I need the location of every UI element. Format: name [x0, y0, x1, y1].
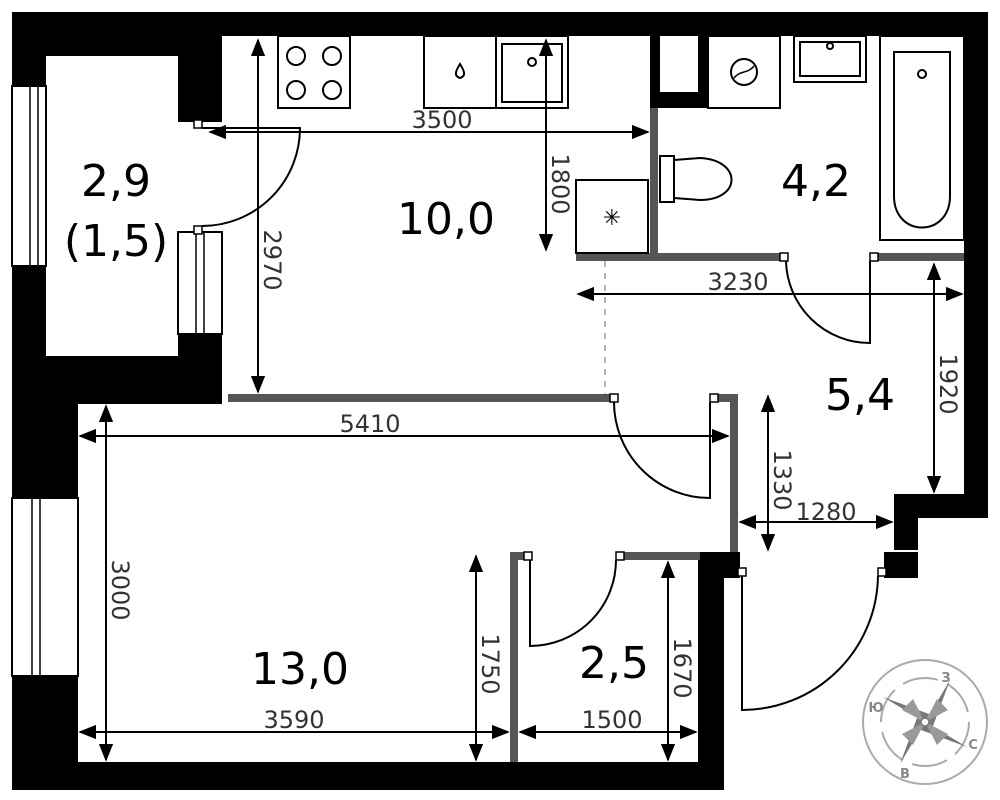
dim-hall-width: 3230	[707, 268, 768, 296]
room-area-living: 13,0	[251, 644, 349, 695]
room-area-balcony: 2,9	[81, 156, 151, 207]
compass-label-n: З	[941, 671, 950, 686]
compass-label-w: Ю	[868, 701, 883, 716]
room-area-kitchen: 10,0	[397, 194, 495, 245]
dimension-lines	[78, 38, 964, 762]
dim-living-depth: 3000	[106, 559, 134, 620]
compass-rose-icon	[862, 659, 988, 785]
dim-kitchen-depth: 2970	[258, 229, 286, 290]
room-area-bathroom: 4,2	[781, 156, 851, 207]
exterior-walls	[12, 12, 988, 790]
dishwasher-icon	[423, 35, 497, 109]
bathroom-sink-icon	[793, 35, 867, 83]
compass-label-e: С	[968, 738, 978, 753]
toilet-icon	[659, 155, 733, 203]
stove-icon	[277, 35, 351, 109]
dim-kitchen-width: 3500	[411, 106, 472, 134]
bathtub-icon	[879, 35, 965, 241]
dim-closet-depth: 1670	[668, 637, 696, 698]
room-area-hall: 5,4	[825, 370, 895, 421]
fridge-icon: ✳	[575, 179, 649, 254]
dim-kitchen-counter: 1800	[546, 153, 574, 214]
dim-living-width: 3590	[263, 706, 324, 734]
doors	[193, 119, 887, 712]
dim-living-niche: 1750	[476, 633, 504, 694]
dim-corridor-width: 1280	[795, 498, 856, 526]
dim-corridor-depth: 1330	[768, 449, 796, 510]
room-area-balcony-sub: (1,5)	[64, 216, 168, 267]
room-area-closet: 2,5	[579, 638, 649, 689]
kitchen-sink-icon	[495, 35, 569, 109]
washing-machine-icon	[707, 35, 781, 109]
dim-total-width: 5410	[339, 410, 400, 438]
svg-text:✳: ✳	[603, 206, 621, 231]
windows	[11, 85, 223, 677]
compass-label-s: В	[900, 767, 910, 782]
dim-closet-width: 1500	[581, 706, 642, 734]
interior-walls	[228, 36, 964, 762]
dim-hall-depth: 1920	[934, 353, 962, 414]
